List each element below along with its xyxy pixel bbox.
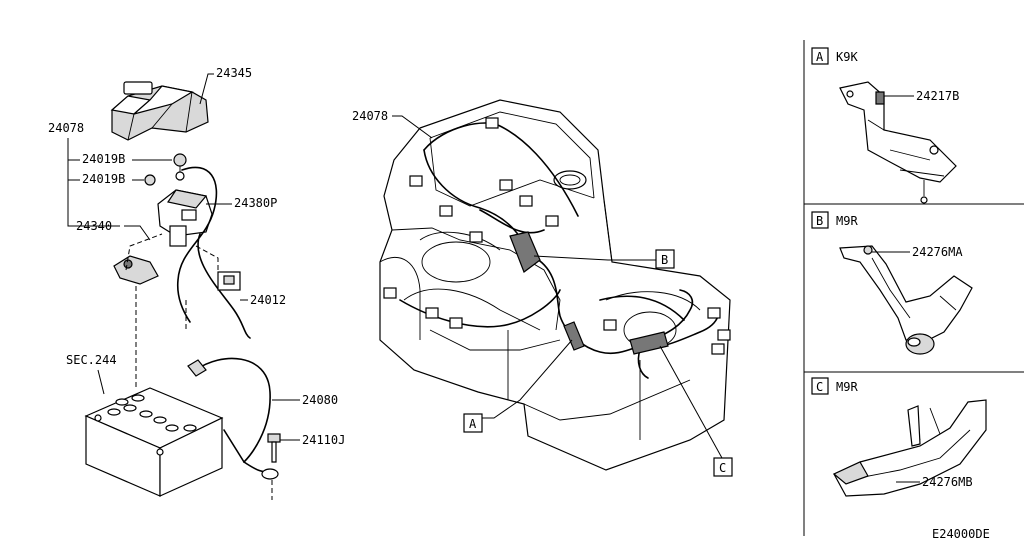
fuse-block-24380p	[157, 189, 213, 247]
variant-b-engine: M9R	[836, 214, 858, 228]
ground-cable-24080	[187, 357, 279, 500]
svg-text:C: C	[719, 461, 726, 475]
label-24078-center: 24078	[352, 109, 388, 123]
variant-panels	[803, 40, 1024, 536]
callout-c: C	[659, 345, 733, 477]
label-24340: 24340	[76, 219, 112, 233]
bracket-24276ma	[839, 245, 973, 355]
label-24276mb: 24276MB	[922, 475, 973, 489]
label-24380p: 24380P	[234, 196, 277, 210]
variant-c-letter: C	[816, 380, 823, 394]
variant-a-panel: A K9K 24217B	[811, 47, 959, 204]
label-24080: 24080	[302, 393, 338, 407]
svg-text:A: A	[469, 417, 477, 431]
callout-a: A	[463, 339, 573, 433]
variant-b-panel: B M9R 24276MA	[811, 211, 973, 355]
diagram-code: E24000DE	[932, 527, 990, 541]
callout-b: B	[533, 249, 675, 269]
battery	[84, 387, 224, 497]
label-24078-left: 24078	[48, 121, 84, 135]
battery-cover-24345	[110, 81, 209, 141]
variant-a-letter: A	[816, 50, 824, 64]
label-24019b-upper: 24019B	[82, 152, 125, 166]
nut-24019b	[144, 153, 187, 186]
svg-text:B: B	[661, 253, 668, 267]
engine-harness-24078	[383, 117, 731, 379]
clip-24012	[217, 271, 241, 291]
label-sec244: SEC.244	[66, 353, 117, 367]
terminal-24340	[113, 255, 159, 285]
variant-a-engine: K9K	[836, 50, 858, 64]
label-24276ma: 24276MA	[912, 245, 963, 259]
label-24110j: 24110J	[302, 433, 345, 447]
label-24345: 24345	[216, 66, 252, 80]
label-24012: 24012	[250, 293, 286, 307]
bracket-24276mb	[832, 399, 987, 497]
label-24019b-lower: 24019B	[82, 172, 125, 186]
label-24217b: 24217B	[916, 89, 959, 103]
bolt-24110j	[267, 433, 281, 463]
variant-c-panel: C M9R 24276MB	[811, 377, 987, 497]
variant-c-engine: M9R	[836, 380, 858, 394]
variant-b-letter: B	[816, 214, 823, 228]
